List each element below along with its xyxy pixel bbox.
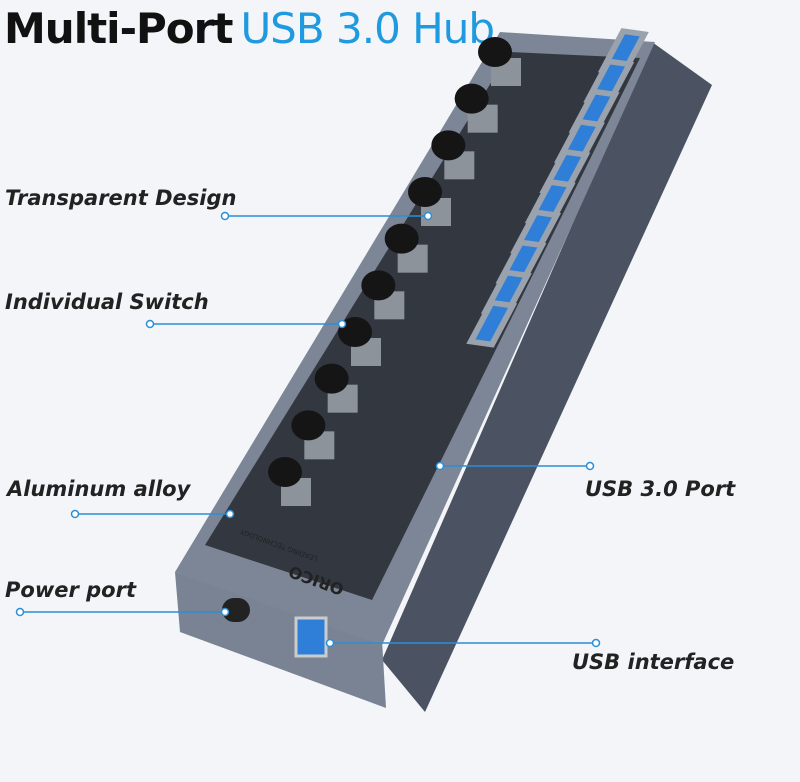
- leader-dot: [591, 638, 601, 648]
- power-switch-button: [478, 37, 512, 67]
- power-switch-button: [454, 83, 489, 114]
- leader-dot: [220, 211, 230, 221]
- title-bold: Multi-Port: [4, 4, 233, 53]
- leader-dot: [145, 319, 155, 329]
- power-switch-button: [314, 363, 349, 394]
- label-usb-interface: USB interface: [572, 650, 735, 674]
- leader-dot: [15, 607, 25, 617]
- leader-dot: [585, 461, 595, 471]
- usb-interface-port: [294, 616, 328, 658]
- power-jack: [222, 598, 250, 622]
- usb-port: [475, 305, 509, 342]
- leader-dot: [225, 509, 235, 519]
- hub-side: [382, 42, 712, 712]
- leader-dot: [337, 319, 347, 329]
- label-individual-switch: Individual Switch: [5, 290, 209, 314]
- leader-dot: [70, 509, 80, 519]
- title-accent: USB 3.0 Hub: [240, 4, 495, 53]
- label-usb-port: USB 3.0 Port: [585, 477, 736, 501]
- transparent-cover: [205, 52, 640, 600]
- label-transparent-design: Transparent Design: [5, 186, 237, 210]
- label-aluminum-alloy: Aluminum alloy: [7, 477, 191, 501]
- power-switch-button: [361, 270, 396, 301]
- leader-dot: [325, 638, 335, 648]
- leader-dot: [220, 607, 230, 617]
- power-switch-button: [431, 130, 466, 161]
- leader-dot: [423, 211, 433, 221]
- power-switch-button: [268, 457, 302, 487]
- power-switch-button: [291, 410, 326, 441]
- label-power-port: Power port: [5, 578, 136, 602]
- power-switch-button: [408, 177, 442, 207]
- power-switch-button: [384, 223, 419, 254]
- power-switch-button: [338, 317, 372, 347]
- leader-dot: [435, 461, 445, 471]
